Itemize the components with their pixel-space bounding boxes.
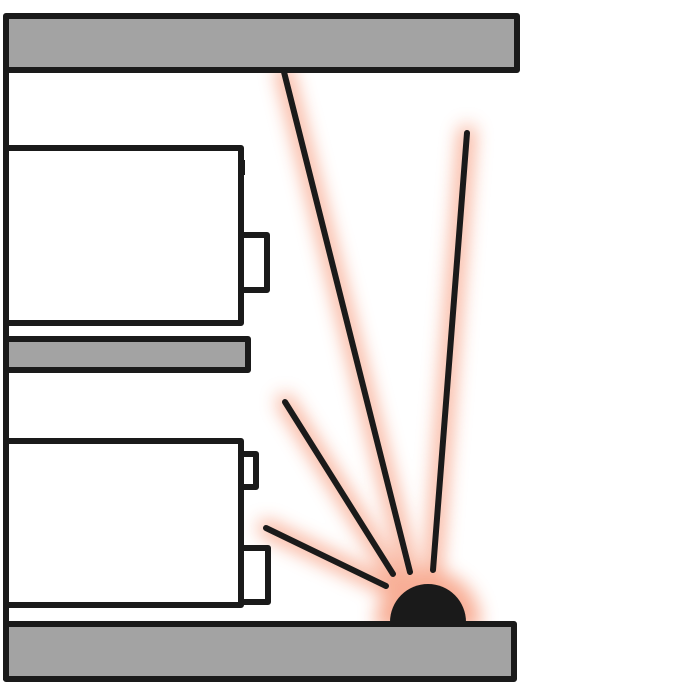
light-rays (263, 69, 470, 589)
bottom-shelf (3, 621, 517, 682)
lower-drawer (3, 438, 244, 608)
lower-drawer-bottom-handle (238, 545, 271, 605)
lower-drawer-top-handle (238, 451, 259, 490)
light-ray (263, 525, 389, 589)
light-ray (282, 399, 396, 577)
upper-drawer-handle (238, 232, 270, 293)
lamp-icon (390, 584, 466, 622)
middle-shelf (3, 336, 251, 373)
light-ray (430, 130, 470, 573)
light-ray (281, 69, 413, 575)
upper-drawer (3, 145, 244, 326)
top-shelf (3, 13, 520, 73)
